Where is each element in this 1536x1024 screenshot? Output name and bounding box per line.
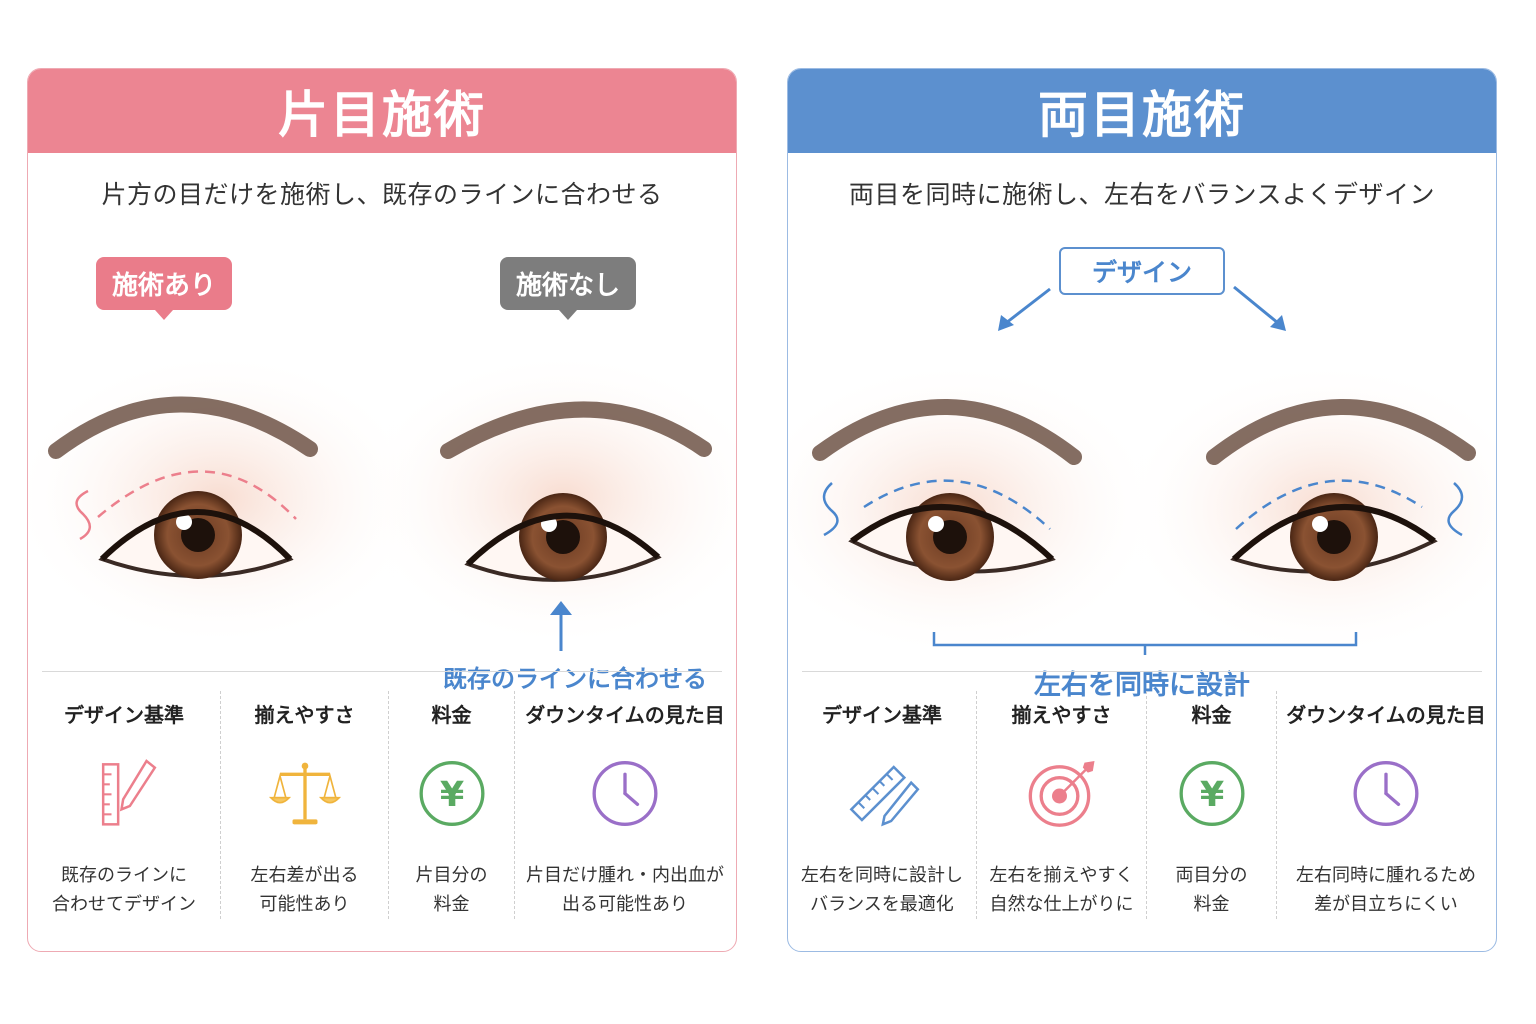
label-treated: 施術あり: [96, 257, 233, 320]
feature-downtime: ダウンタイムの見た目 左右同時に腫れるため 差が目立ちにくい: [1276, 691, 1495, 919]
eyes-drawing: [788, 285, 1496, 659]
eye-illustration: 施術あり 施術なし 既存のラインに合わせる: [28, 239, 736, 709]
treated-eye: [48, 396, 318, 579]
feature-title: 料金: [431, 703, 472, 727]
left-eye: [812, 399, 1082, 581]
yen-icon: ¥: [1179, 761, 1244, 826]
design-label-box: デザイン: [1059, 247, 1225, 295]
panel-title: 片目施術: [278, 86, 486, 144]
feature-title: 揃えやすさ: [254, 703, 355, 727]
feature-balance: 揃えやすさ 左右差が出る 可能性あり: [220, 691, 388, 919]
feature-desc: 両目分の 料金: [1175, 865, 1248, 915]
feature-downtime: ダウンタイムの見た目 片目だけ腫れ・内出血が 出る可能性あり: [514, 691, 735, 919]
feature-design: デザイン基準 既存のラインに 合わせてデザイン: [28, 691, 220, 919]
eye-illustration: デザイン 左右を同時に設計: [788, 239, 1496, 709]
panel-subtitle: 片方の目だけを施術し、既存のラインに合わせる: [101, 180, 663, 209]
feature-desc: 左右を同時に設計し バランスを最適化: [801, 865, 963, 915]
feature-title: デザイン基準: [822, 703, 942, 727]
svg-text:¥: ¥: [1199, 775, 1223, 815]
label-untreated: 施術なし: [500, 257, 637, 320]
feature-price: 料金 ¥ 両目分の 料金: [1146, 691, 1276, 919]
balance-scale-icon: [268, 762, 341, 825]
feature-desc: 左右を揃えやすく 自然な仕上がりに: [989, 865, 1134, 915]
feature-title: デザイン基準: [64, 703, 184, 727]
clock-icon: [592, 761, 658, 826]
clock-icon: [1353, 761, 1419, 826]
panel-subtitle: 両目を同時に施術し、左右をバランスよくデザイン: [848, 180, 1435, 209]
panel-header: 片目施術: [28, 69, 736, 153]
feature-title: 揃えやすさ: [1011, 703, 1112, 727]
feature-title: ダウンタイムの見た目: [1286, 703, 1486, 727]
feature-desc: 左右同時に腫れるため 差が目立ちにくい: [1296, 865, 1476, 915]
yen-icon: ¥: [419, 761, 484, 826]
svg-text:¥: ¥: [439, 775, 463, 815]
divider: [802, 671, 1482, 672]
feature-design: デザイン基準 左右を同時に設計し バランスを最適化: [788, 691, 976, 919]
target-icon: [1028, 761, 1094, 827]
feature-title: ダウンタイムの見た目: [525, 703, 725, 727]
divider: [42, 671, 722, 672]
right-eye: [1206, 399, 1476, 581]
ruler-pencil-icon: [849, 765, 920, 827]
feature-desc: 片目分の 料金: [415, 865, 488, 915]
feature-desc: 片目だけ腫れ・内出血が 出る可能性あり: [526, 865, 724, 915]
panel-both-eyes: 両目施術 両目を同時に施術し、左右をバランスよくデザイン: [787, 68, 1497, 952]
panel-header: 両目施術: [788, 69, 1496, 153]
annotation-match-line: 既存のラインに合わせる: [443, 665, 707, 693]
feature-desc: 左右差が出る 可能性あり: [250, 865, 359, 915]
panel-single-eye: 片目施術 片方の目だけを施術し、既存のラインに合わせる: [27, 68, 737, 952]
untreated-eye: [440, 401, 712, 651]
annotation-simultaneous-design: 左右を同時に設計: [1034, 670, 1250, 701]
eyes-drawing: [28, 349, 736, 651]
feature-desc: 既存のラインに 合わせてデザイン: [52, 865, 196, 915]
panel-title: 両目施術: [1038, 86, 1246, 144]
feature-title: 料金: [1191, 703, 1232, 727]
feature-row: デザイン基準 既存のラインに 合わせてデザイン 揃えやすさ: [28, 691, 736, 919]
ruler-pencil-icon: [101, 759, 157, 826]
feature-row: デザイン基準 左右を同時に設計し バランスを最適化 揃えやすさ: [788, 691, 1496, 919]
feature-balance: 揃えやすさ 左右を揃えやすく 自然な仕上がりに: [976, 691, 1146, 919]
feature-price: 料金 ¥ 片目分の 料金: [388, 691, 514, 919]
